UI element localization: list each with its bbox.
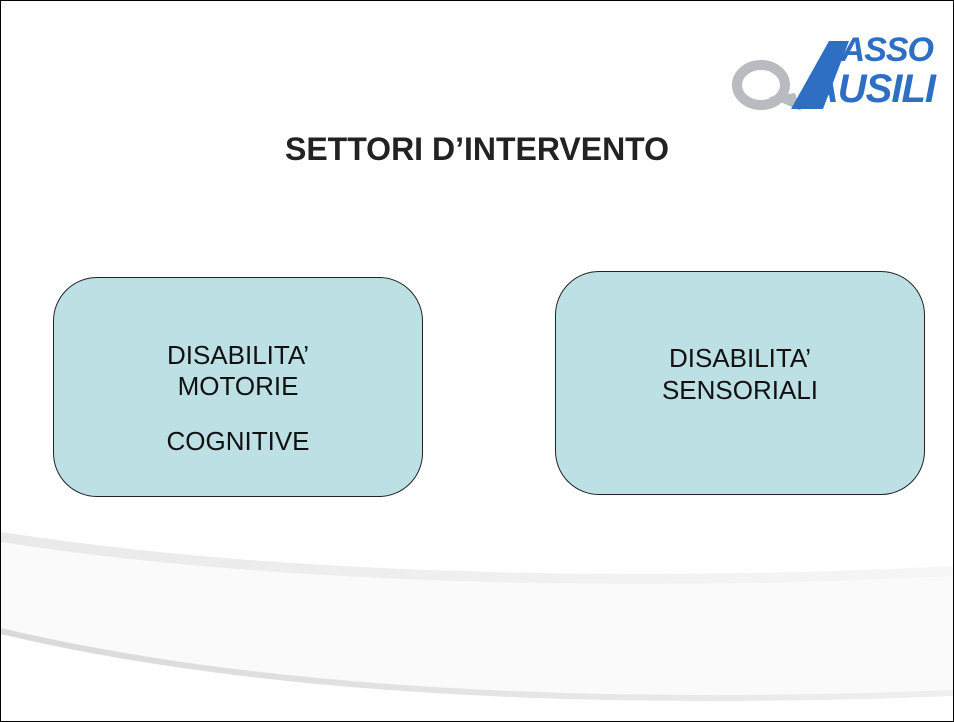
logo-bottom-text: AUSILI [809, 67, 936, 111]
logo-mark-icon [732, 41, 849, 111]
asso-ausili-logo: ASSO AUSILI [731, 31, 941, 117]
sector-box-line: DISABILITA’ [166, 340, 310, 370]
sector-box-line: COGNITIVE [166, 426, 310, 456]
sector-box-motor-cognitive: DISABILITA’ MOTORIE COGNITIVE [53, 277, 423, 497]
sector-box-line: SENSORIALI [661, 375, 819, 405]
slide-title: SETTORI D’INTERVENTO [284, 131, 670, 167]
sector-box-line: MOTORIE [177, 371, 299, 401]
logo-top-text: ASSO [840, 31, 934, 69]
sector-box-line: DISABILITA’ [668, 343, 812, 373]
sector-box-sensory: DISABILITA’ SENSORIALI [555, 271, 925, 495]
